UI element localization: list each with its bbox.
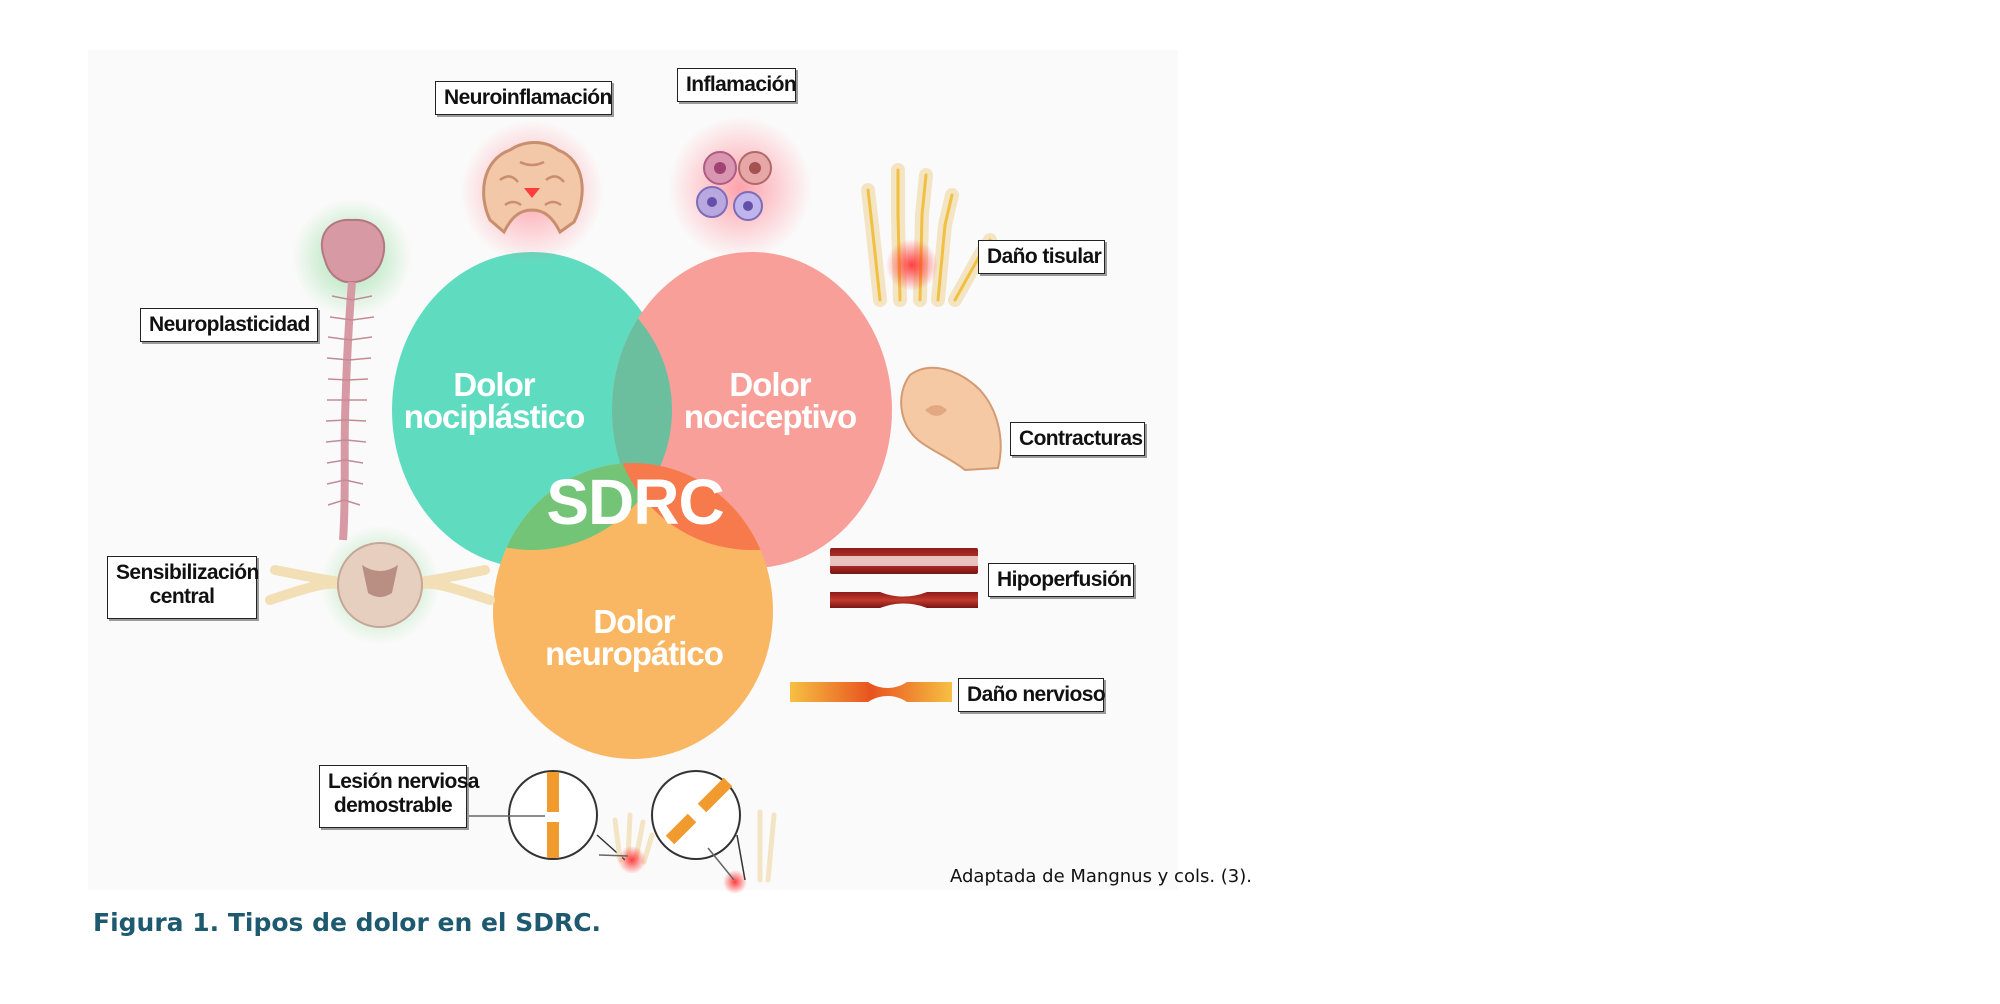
- overlap-plastic-neuropathic: [493, 463, 672, 550]
- label-contracturas: Contracturas: [1010, 422, 1145, 456]
- figure-caption: Figura 1. Tipos de dolor en el SDRC.: [93, 908, 602, 937]
- source-note: Adaptada de Mangnus y cols. (3).: [950, 866, 1253, 887]
- label-dano-tisular: Daño tisular: [978, 240, 1105, 274]
- contracted-hand-icon: [900, 366, 1002, 472]
- label-neuroplasticidad: Neuroplasticidad: [140, 308, 318, 342]
- circle-title-nociceptivo-2: nociceptivo: [684, 398, 856, 435]
- immune-cells-icon: [668, 116, 812, 260]
- circle-title-nociplastico-2: nociplástico: [404, 398, 585, 435]
- blood-vessel-icon: [830, 548, 978, 608]
- center-title-sdrc: SDRC: [546, 466, 723, 538]
- label-lesion-line1: Lesión nerviosa: [328, 770, 479, 793]
- circle-title-neuropatico-1: Dolor: [593, 603, 675, 640]
- nerve-lesion-icon: [508, 770, 777, 894]
- brain-spinal-cord-icon: [292, 198, 412, 541]
- label-hipoperfusion: Hipoperfusión: [988, 563, 1134, 597]
- label-sensibilizacion-line2: central: [149, 585, 215, 608]
- label-inflamacion: Inflamación: [677, 68, 797, 102]
- label-dano-nervioso: Daño nervioso: [958, 678, 1106, 712]
- circle-title-nociplastico-1: Dolor: [453, 366, 535, 403]
- spinal-cord-section-icon: [265, 525, 495, 645]
- circle-title-nociceptivo-1: Dolor: [729, 366, 811, 403]
- nerve-fiber-icon: [790, 682, 952, 702]
- circle-title-neuropatico-2: neuropático: [545, 635, 723, 672]
- label-lesion-line2: demostrable: [333, 794, 453, 817]
- hand-skeleton-icon: [861, 163, 997, 307]
- label-sensibilizacion-line1: Sensibilización: [116, 561, 259, 584]
- overlap-nociceptive-neuropathic: [612, 463, 773, 550]
- label-sensibilizacion-central: Sensibilización central: [107, 556, 259, 619]
- label-neuroinflamacion: Neuroinflamación: [435, 81, 612, 115]
- label-lesion-nerviosa-demostrable: Lesión nerviosa demostrable: [319, 765, 479, 828]
- brain-section-icon: [460, 120, 604, 264]
